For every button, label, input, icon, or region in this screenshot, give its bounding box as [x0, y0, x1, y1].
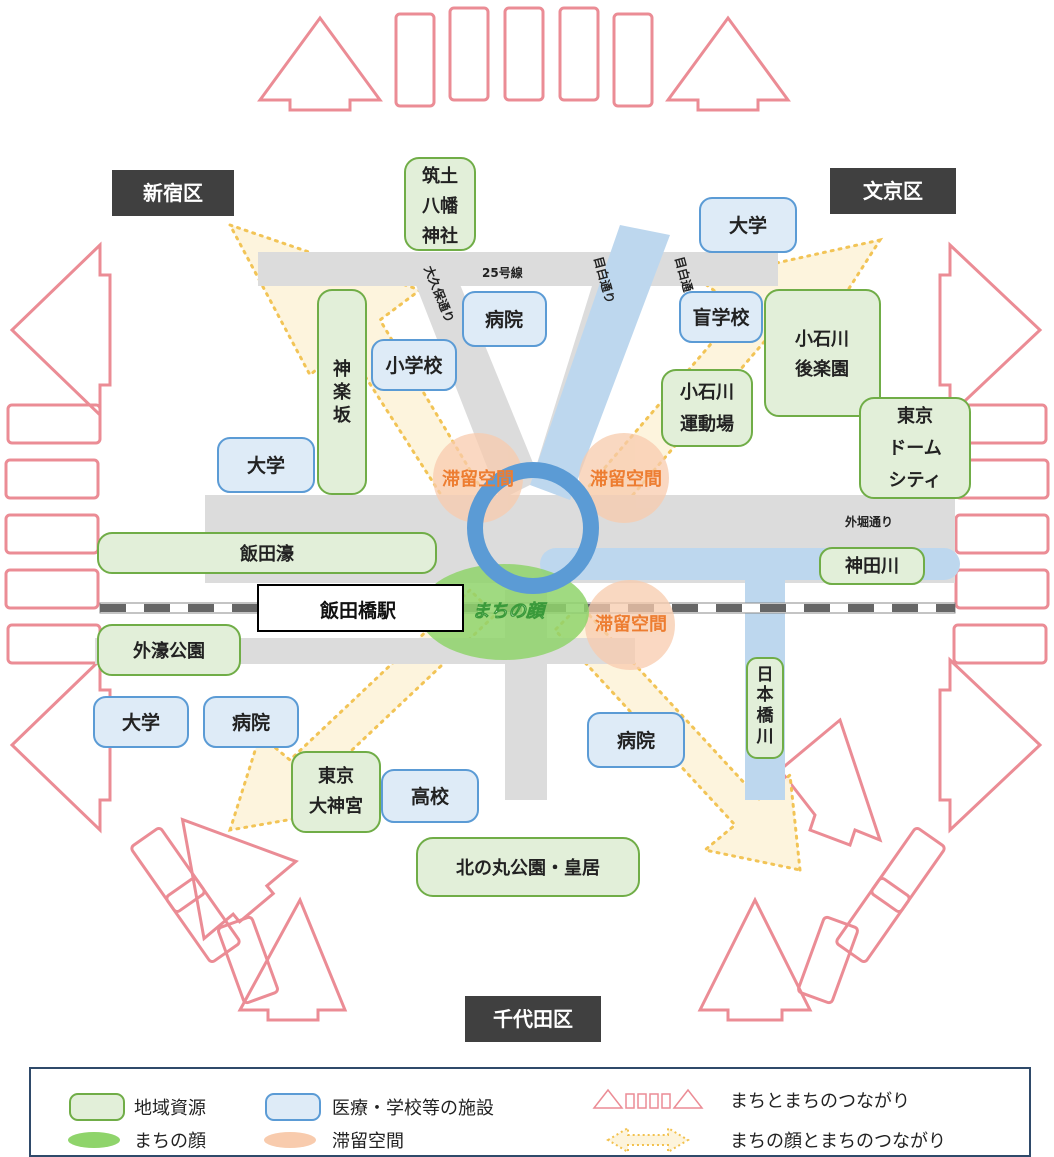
- svg-text:川: 川: [756, 727, 774, 747]
- facility-high-school: 高校: [381, 769, 479, 823]
- svg-text:大学: 大学: [122, 711, 160, 734]
- svg-text:病院: 病院: [617, 729, 655, 752]
- stay-space-blobs: [433, 433, 675, 670]
- svg-text:東京: 東京: [318, 765, 354, 787]
- resource-nihonbashi-river: 日 本 橋 川: [746, 657, 784, 759]
- svg-text:小石川: 小石川: [795, 329, 849, 350]
- resource-tokyo-dome-city: 東京 ドーム シティ: [859, 397, 971, 499]
- legend-kao-label: まちの顔: [134, 1131, 206, 1152]
- resource-kitanomaru-park: 北の丸公園・皇居: [416, 837, 640, 897]
- legend-town-connection-swatch: [592, 1088, 704, 1109]
- svg-text:ドーム: ドーム: [888, 438, 941, 459]
- road-sotobori-label: 外堀通り: [845, 514, 893, 529]
- resource-sotobori-park: 外濠公園: [97, 624, 241, 676]
- svg-text:文京区: 文京区: [863, 179, 923, 203]
- svg-text:飯田濠: 飯田濠: [239, 543, 294, 565]
- svg-text:シティ: シティ: [889, 470, 942, 491]
- svg-text:楽: 楽: [333, 381, 352, 403]
- stay-space-label: 滞留空間: [595, 613, 667, 635]
- svg-text:病院: 病院: [232, 711, 270, 734]
- svg-text:橋: 橋: [757, 705, 775, 726]
- svg-text:高校: 高校: [411, 785, 450, 808]
- resource-kagurazaka: 神 楽 坂: [317, 289, 367, 495]
- svg-text:小石川: 小石川: [680, 382, 734, 403]
- stay-space-label: 滞留空間: [442, 468, 514, 490]
- svg-text:日: 日: [757, 665, 774, 685]
- svg-text:盲学校: 盲学校: [692, 306, 750, 329]
- legend-kao-swatch: [68, 1132, 120, 1148]
- legend-kao-connection-label: まちの顔とまちのつながり: [730, 1131, 946, 1152]
- svg-text:新宿区: 新宿区: [143, 181, 203, 205]
- svg-text:大神宮: 大神宮: [309, 795, 363, 817]
- facility-hospital-north: 病院: [462, 291, 547, 347]
- svg-text:筑土: 筑土: [422, 165, 458, 187]
- facility-university-west: 大学: [217, 437, 315, 493]
- ward-chiyoda: 千代田区: [465, 996, 601, 1042]
- svg-text:神: 神: [333, 358, 351, 380]
- svg-text:外濠公園: 外濠公園: [133, 640, 205, 662]
- facility-blind-school: 盲学校: [679, 291, 763, 343]
- resource-tsukudo-hachiman: 筑土 八幡 神社: [404, 157, 476, 251]
- ward-bunkyo: 文京区: [830, 168, 956, 214]
- center-ring: [467, 462, 599, 594]
- facility-hospital-southeast: 病院: [587, 712, 685, 768]
- svg-text:後楽園: 後楽園: [795, 358, 849, 380]
- resource-koishikawa-ground: 小石川 運動場: [661, 369, 753, 447]
- road-route25-label: 25号線: [482, 265, 523, 280]
- station-box: [257, 584, 464, 632]
- svg-text:運動場: 運動場: [680, 413, 734, 435]
- stay-space-label: 滞留空間: [590, 468, 662, 490]
- svg-text:北の丸公園・皇居: 北の丸公園・皇居: [456, 857, 600, 879]
- resource-kandagawa: 神田川: [819, 547, 925, 585]
- legend-resource-swatch: [69, 1093, 125, 1121]
- legend-facility-swatch: [265, 1093, 321, 1121]
- svg-text:東京: 東京: [897, 405, 933, 427]
- svg-text:大学: 大学: [247, 454, 285, 477]
- svg-text:小学校: 小学校: [385, 354, 443, 377]
- machi-no-kao-label: まちの顔: [472, 601, 548, 622]
- svg-text:千代田区: 千代田区: [493, 1007, 573, 1031]
- ward-shinjuku: 新宿区: [112, 170, 234, 216]
- facility-hospital-southwest: 病院: [203, 696, 299, 748]
- svg-text:大学: 大学: [729, 214, 767, 237]
- legend-kao-connection-swatch: [606, 1126, 690, 1154]
- facility-university-northeast: 大学: [699, 197, 797, 253]
- svg-text:神田川: 神田川: [845, 555, 899, 577]
- svg-text:坂: 坂: [333, 405, 352, 426]
- resource-iidabori: 飯田濠: [97, 532, 437, 574]
- facility-university-southwest: 大学: [93, 696, 189, 748]
- legend-stay-swatch: [264, 1132, 316, 1148]
- resource-koishikawa-korakuen: 小石川 後楽園: [764, 289, 881, 417]
- resource-tokyo-daijingu: 東京 大神宮: [291, 751, 381, 833]
- facility-elementary-school: 小学校: [371, 339, 457, 391]
- legend-resource-label: 地域資源: [134, 1098, 206, 1119]
- legend-town-connection-label: まちとまちのつながり: [730, 1091, 910, 1112]
- station-label: 飯田橋駅: [319, 599, 397, 622]
- town-connection-arrows: [4, 6, 1050, 1022]
- svg-text:病院: 病院: [485, 308, 523, 331]
- svg-text:神社: 神社: [422, 225, 458, 247]
- legend-stay-label: 滞留空間: [332, 1131, 404, 1152]
- svg-text:本: 本: [757, 684, 774, 705]
- svg-text:八幡: 八幡: [422, 195, 458, 217]
- legend: 地域資源 医療・学校等の施設 まちとまちのつながり まちの顔 滞留空間 まちの顔…: [29, 1067, 1031, 1157]
- legend-facility-label: 医療・学校等の施設: [332, 1098, 494, 1119]
